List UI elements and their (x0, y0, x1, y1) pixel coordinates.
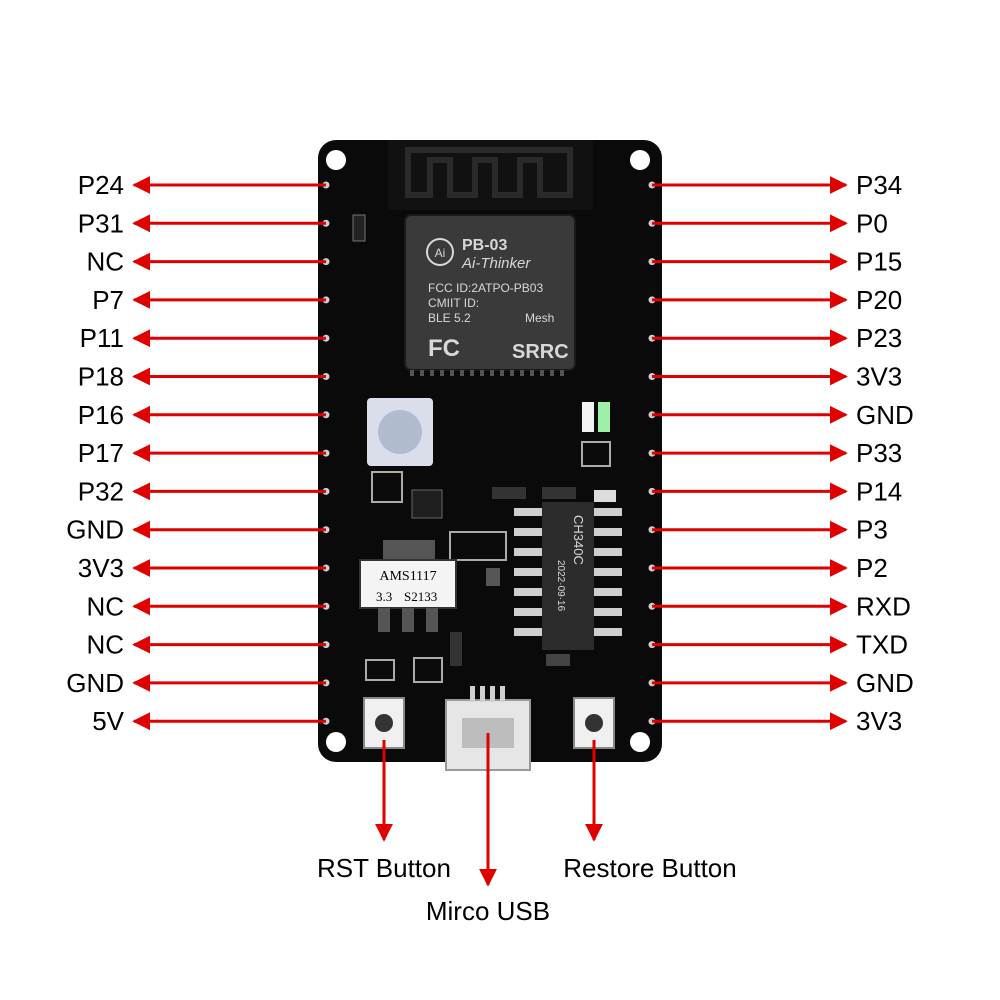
mount-hole-top-right (630, 150, 650, 170)
left-pin-label: P31 (78, 208, 124, 238)
diode-2 (542, 487, 576, 499)
usb-serial-chip-line2: 2022·09·16 (555, 560, 566, 612)
usb-serial-chip: CH340C 2022·09·16 (514, 502, 622, 650)
diode-vertical (450, 632, 462, 666)
usb-serial-chip-line1: CH340C (571, 515, 586, 565)
antenna-trace (405, 147, 573, 198)
right-pin-label: 3V3 (856, 706, 902, 736)
usb-serial-chip-body (542, 502, 594, 650)
regulator-line2-left: 3.3 (376, 589, 392, 604)
diode-1 (492, 487, 526, 499)
right-pin-label: RXD (856, 591, 911, 621)
left-pin-arrows (132, 176, 326, 731)
micro-usb-label: Mirco USB (426, 896, 550, 926)
module-ble: BLE 5.2 (428, 311, 471, 325)
restore-button (573, 697, 615, 749)
right-pin-label: GND (856, 668, 914, 698)
left-pin-label: 5V (92, 706, 124, 736)
module-mesh: Mesh (525, 311, 554, 325)
smd-pair-right (581, 441, 611, 467)
status-led-green (598, 402, 610, 432)
left-pin-label: P32 (78, 476, 124, 506)
left-pin-label: P16 (78, 400, 124, 430)
right-pin-labels: P34P0P15P20P233V3GNDP33P14P3P2RXDTXDGND3… (856, 170, 914, 736)
transistor (411, 489, 443, 519)
right-pin-label: P34 (856, 170, 902, 200)
module-logo-circle (426, 238, 454, 266)
left-pin-label: GND (66, 515, 124, 545)
left-pin-label: GND (66, 668, 124, 698)
module-fc-mark: FC (428, 335, 460, 362)
right-pin-label: 3V3 (856, 362, 902, 392)
smd-pair-bottom-left (365, 659, 395, 681)
smd-pair-bottom-mid (413, 657, 443, 683)
module-brand: Ai-Thinker (461, 255, 531, 272)
dev-board: Ai PB-03 Ai-Thinker FCC ID:2ATPO-PB03 CM… (318, 140, 662, 771)
regulator-line2-right: S2133 (404, 589, 437, 604)
right-pin-label: P3 (856, 515, 888, 545)
left-pin-label: P18 (78, 362, 124, 392)
left-pin-label: P17 (78, 438, 124, 468)
left-pin-label: P7 (92, 285, 124, 315)
module-srrc: SRRC (512, 341, 569, 363)
left-pin-label: NC (86, 591, 124, 621)
left-pin-label: NC (86, 630, 124, 660)
module-name: PB-03 (462, 237, 507, 254)
module-fcc-id: FCC ID:2ATPO-PB03 (428, 281, 543, 295)
smd-component (352, 214, 366, 242)
left-pin-label: P24 (78, 170, 124, 200)
smd-small-right (546, 654, 570, 666)
right-pin-label: P20 (856, 285, 902, 315)
right-pin-arrows (652, 176, 848, 731)
rst-button-label: RST Button (317, 853, 451, 883)
left-pin-label: P11 (80, 323, 124, 353)
module-logo: Ai (435, 246, 446, 260)
module-castellations (410, 370, 564, 376)
mount-hole-bottom-right (630, 732, 650, 752)
right-pin-label: P2 (856, 553, 888, 583)
right-pin-label: TXD (856, 630, 908, 660)
smd-pair-left (371, 471, 403, 503)
right-pin-label: P14 (856, 476, 902, 506)
right-pin-label: P23 (856, 323, 902, 353)
voltage-regulator: AMS1117 3.3 S2133 (359, 540, 457, 632)
smd-led-small (594, 490, 616, 502)
regulator-line1: AMS1117 (379, 569, 436, 584)
left-pin-label: 3V3 (78, 553, 124, 583)
capacitor-small (486, 568, 500, 586)
mount-hole-bottom-left (326, 732, 346, 752)
rgb-led-lens (378, 410, 422, 454)
restore-button-label: Restore Button (563, 853, 736, 883)
left-pin-label: NC (86, 247, 124, 277)
right-pin-label: P15 (856, 247, 902, 277)
resistor-array (449, 531, 507, 561)
right-pin-label: P0 (856, 208, 888, 238)
right-pin-label: P33 (856, 438, 902, 468)
module-cmiit-id: CMIIT ID: (428, 296, 479, 310)
right-pin-label: GND (856, 400, 914, 430)
mount-hole-top-left (326, 150, 346, 170)
status-led-white (582, 402, 594, 432)
